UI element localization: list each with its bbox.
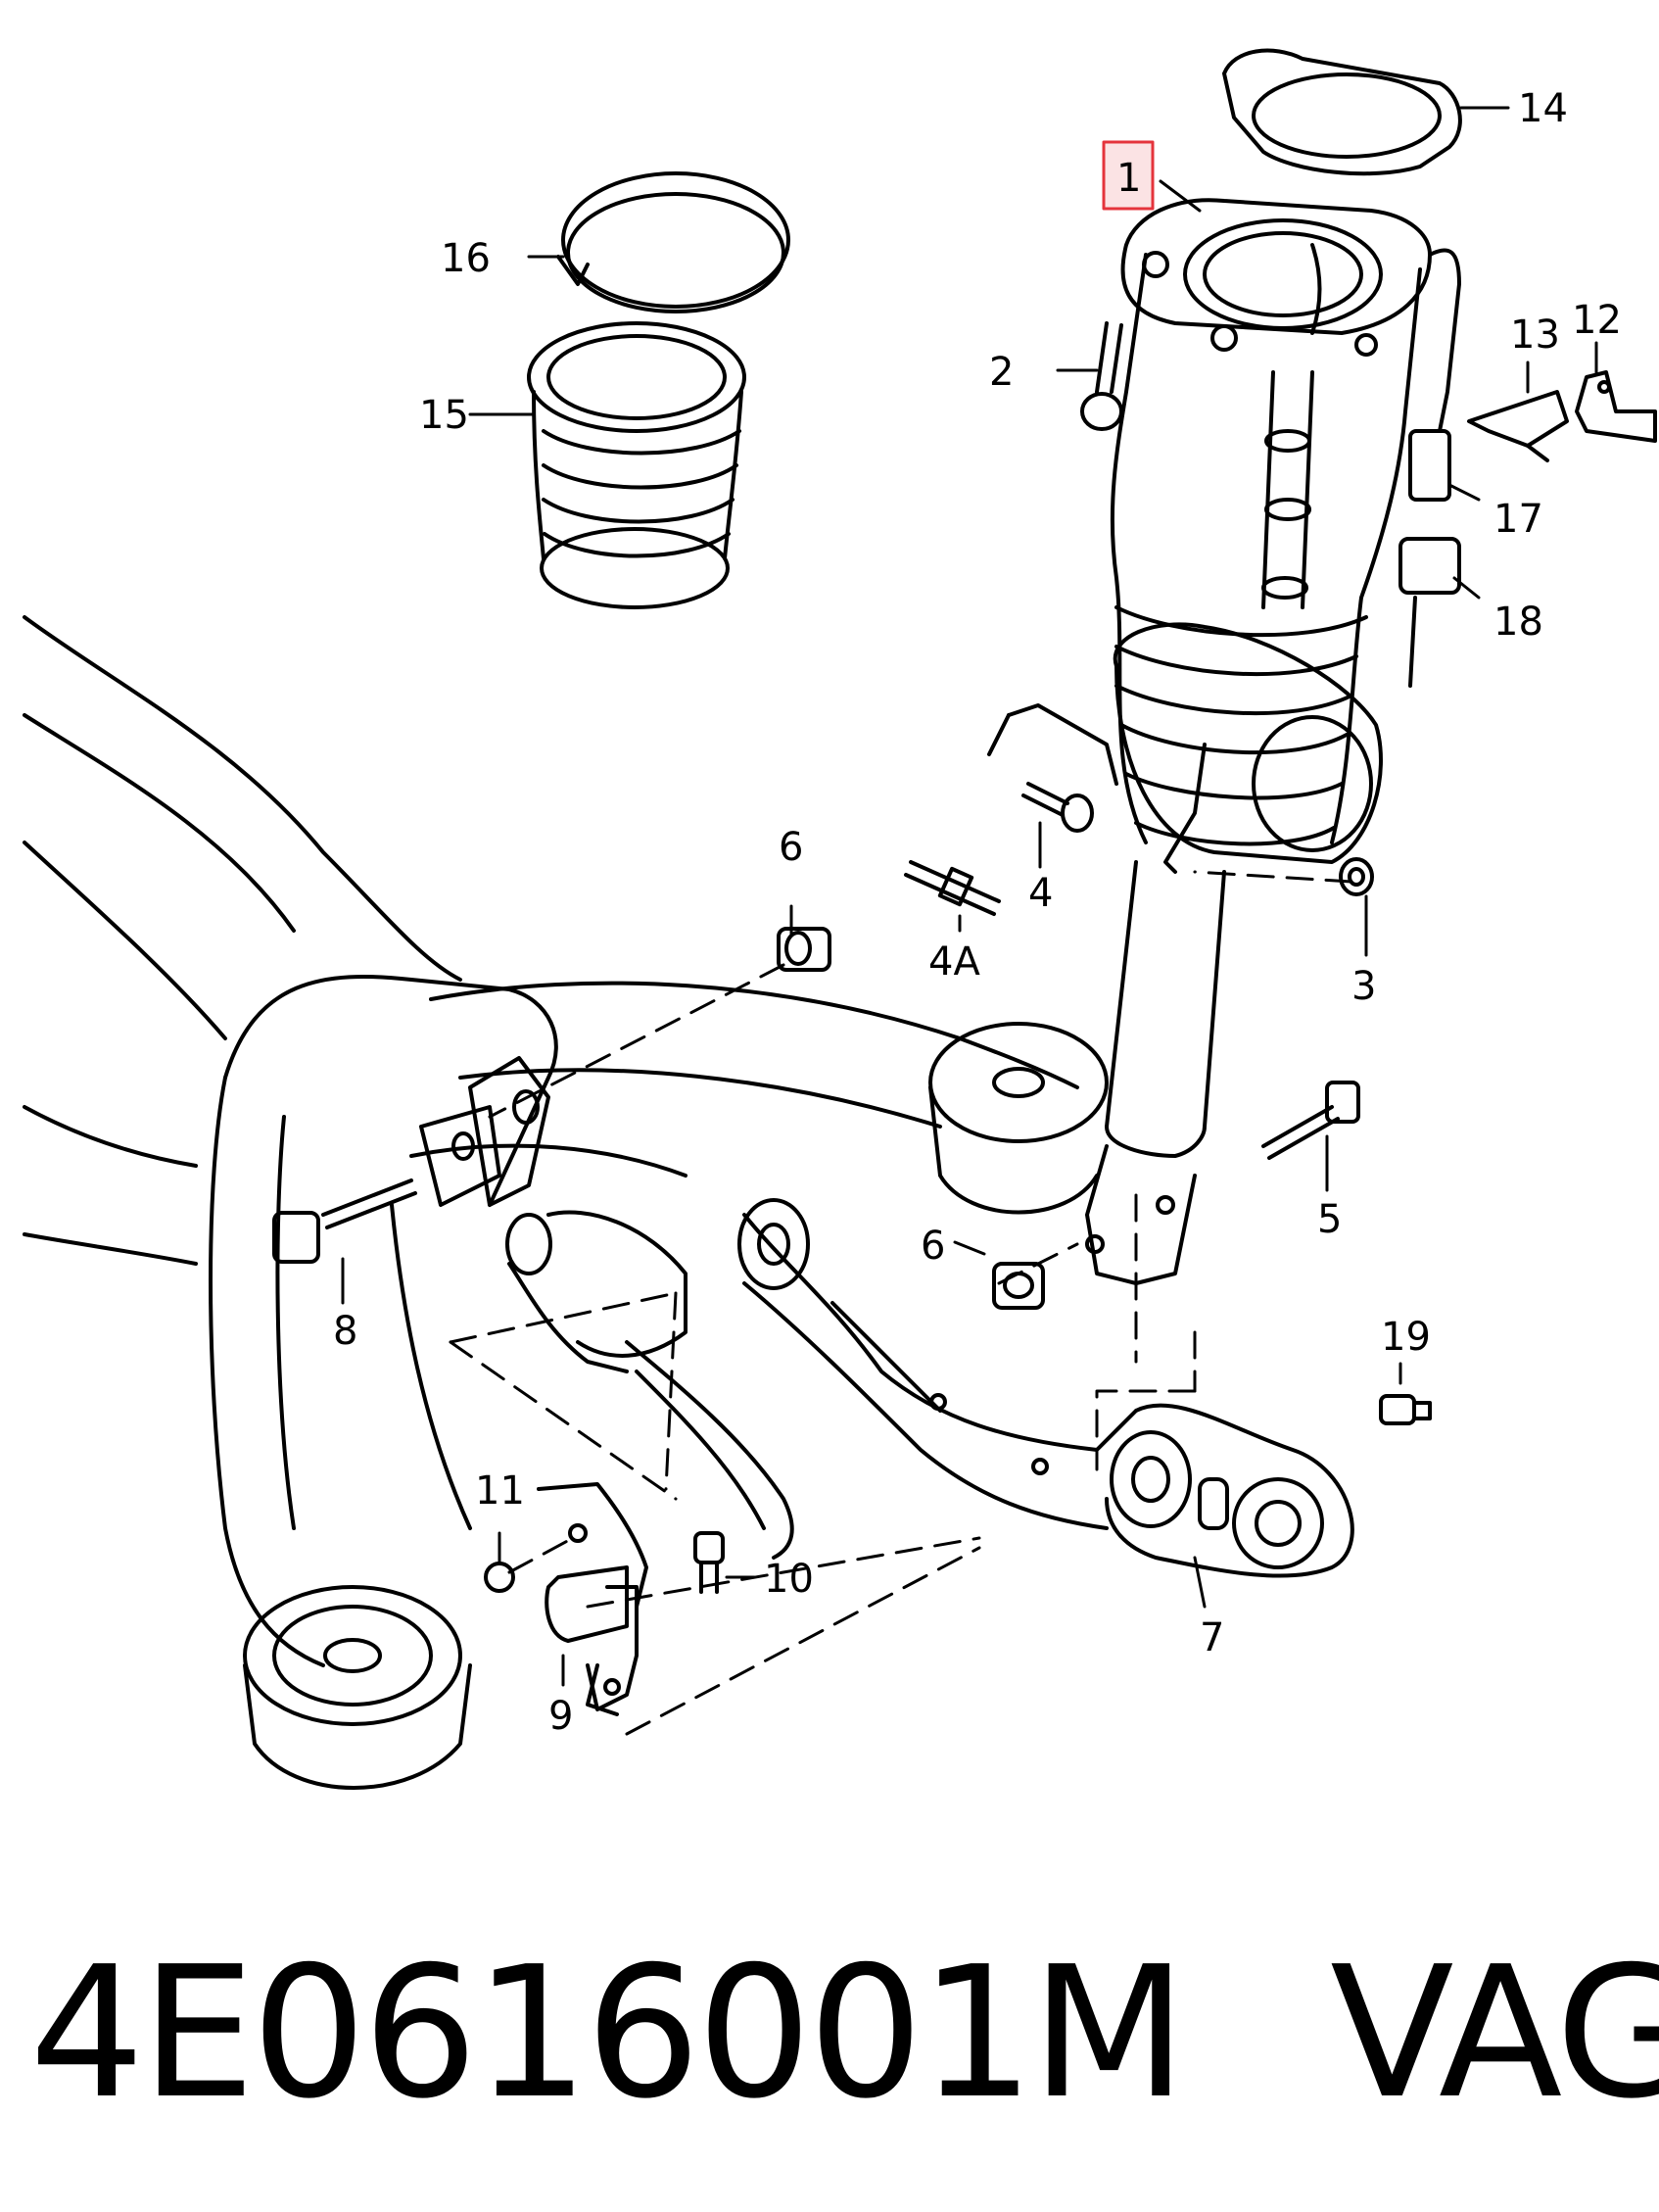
callout-10: 10 (764, 1557, 814, 1602)
spacer-ring (1222, 48, 1462, 176)
stud-4a (904, 860, 1001, 916)
callout-1: 1 (1116, 156, 1141, 201)
callout-8: 8 (333, 1309, 357, 1354)
bolt-2 (1080, 321, 1123, 431)
nut-6-top (777, 927, 831, 972)
callout-16: 16 (441, 236, 491, 281)
callout-4: 4 (1028, 871, 1053, 916)
dust-boot (527, 321, 746, 609)
nut-6-lower (992, 1262, 1045, 1310)
callout-9: 9 (548, 1694, 573, 1739)
callout-12: 12 (1572, 298, 1622, 343)
nut-3 (1339, 857, 1374, 896)
callout-13: 13 (1510, 313, 1560, 358)
assembly-lines (449, 870, 1353, 1736)
exploded-parts-diagram: 1 2 3 4 4A 5 6 6 7 8 9 10 11 12 13 14 15… (23, 48, 1657, 1790)
callout-19: 19 (1381, 1315, 1431, 1360)
bracket-13 (1467, 390, 1569, 462)
callout-11: 11 (475, 1468, 525, 1514)
callout-4a: 4A (928, 939, 980, 985)
nut-11 (484, 1562, 515, 1593)
callout-5: 5 (1317, 1197, 1342, 1242)
callout-18: 18 (1493, 600, 1543, 645)
bolt-10 (693, 1531, 725, 1594)
callout-7: 7 (1200, 1615, 1224, 1660)
callout-6-lower: 6 (921, 1224, 945, 1269)
brand-name: VAG (1330, 1927, 1659, 2139)
part-number: 4E0616001M (29, 1927, 1187, 2139)
bolt-4 (1021, 782, 1094, 833)
bracket-12 (1575, 370, 1657, 443)
control-arm (737, 1198, 1354, 1578)
air-strut (987, 198, 1461, 1285)
callout-3: 3 (1351, 964, 1376, 1009)
leader-lines (341, 106, 1598, 1687)
footer-caption: 4E0616001M VAG (29, 1927, 1659, 2139)
callout-17: 17 (1493, 497, 1543, 542)
screw-19 (1379, 1394, 1432, 1425)
highlight-box-part-1 (1102, 140, 1155, 211)
callout-15: 15 (419, 393, 469, 438)
bolt-5 (1261, 1081, 1360, 1160)
callout-6-top: 6 (779, 825, 803, 870)
callout-14: 14 (1518, 86, 1568, 131)
subframe (23, 615, 1109, 1790)
callout-2: 2 (989, 350, 1014, 395)
hose-clamp (556, 171, 790, 313)
bolt-8 (272, 1178, 417, 1264)
height-sensor (537, 1482, 648, 1716)
